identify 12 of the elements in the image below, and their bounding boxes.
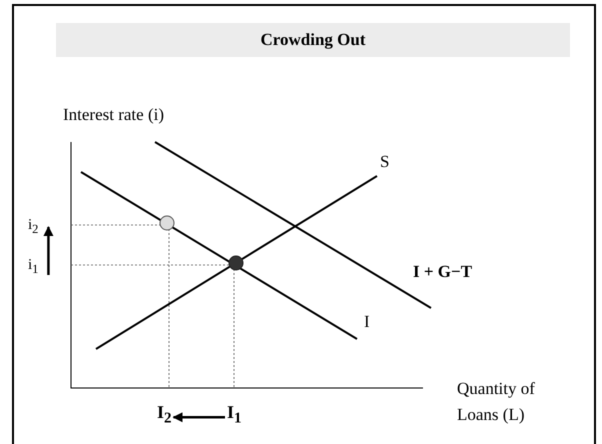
curve-label: S	[380, 152, 390, 172]
curve-label: I + G−T	[413, 262, 472, 282]
curve-label: I	[364, 312, 370, 332]
axis-tick-label: I$_{2}$	[157, 402, 172, 429]
axis-tick-label: I$_{1}$	[227, 402, 242, 429]
axis-tick-label: i$_{2}$	[28, 215, 38, 239]
axis-title: Interest rate (i)	[63, 105, 164, 125]
axis-tick-label: i$_{1}$	[28, 255, 38, 279]
axis-title: Quantity of Loans (L)	[457, 378, 536, 426]
arrow	[172, 412, 225, 422]
arrow	[43, 226, 54, 275]
title-band: Crowding Out	[56, 23, 570, 57]
